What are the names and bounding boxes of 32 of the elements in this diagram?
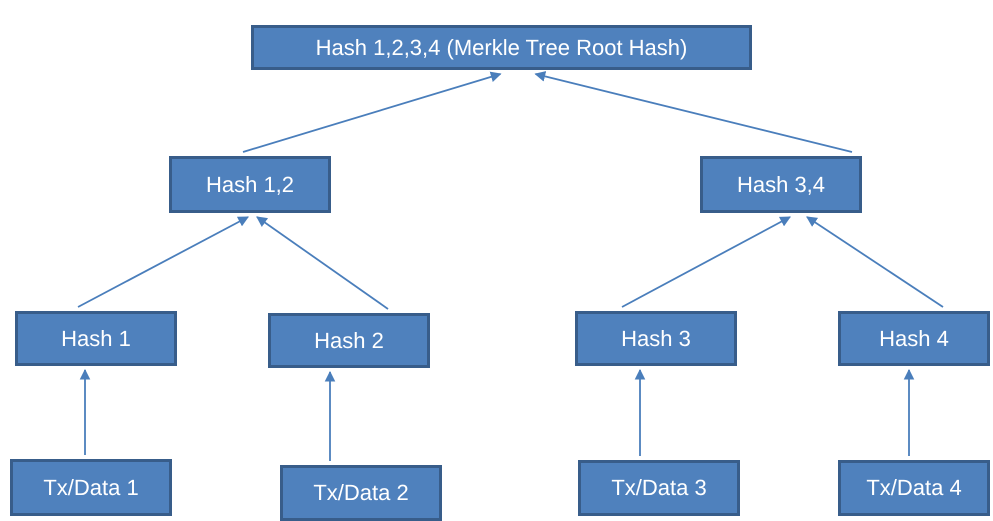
node-label: Hash 3,4 [736, 172, 826, 198]
node-label: Tx/Data 3 [611, 475, 707, 501]
hash-box [838, 311, 990, 366]
node-label: Tx/Data 2 [313, 480, 409, 506]
arrow [242, 72, 502, 153]
node-label: Hash 2 [314, 328, 384, 354]
arrow [622, 216, 791, 308]
hash-box [575, 311, 737, 366]
hash-box [578, 460, 740, 516]
node-label: Tx/Data 1 [43, 474, 139, 500]
node-label: Hash 1,2,3,4 (Merkle Tree Root Hash) [316, 34, 688, 60]
arrow [534, 71, 852, 153]
arrow [256, 216, 389, 310]
hash-box [15, 311, 177, 366]
arrow [806, 216, 944, 308]
hash-box [700, 156, 862, 213]
arrow [904, 368, 914, 456]
node-label: Hash 3 [621, 326, 691, 352]
hash-box [280, 465, 442, 521]
hash-box [268, 313, 430, 368]
node-label: Hash 4 [879, 326, 949, 352]
hash-box [838, 460, 990, 516]
hash-box [10, 459, 172, 516]
arrow [80, 368, 90, 455]
arrow [78, 216, 249, 308]
node-label: Hash 1 [61, 326, 131, 352]
arrow [634, 368, 646, 456]
node-label: Tx/Data 4 [866, 475, 962, 501]
arrow [324, 370, 336, 461]
hash-box [251, 25, 752, 70]
hash-box [169, 156, 331, 213]
node-label: Hash 1,2 [206, 172, 294, 198]
